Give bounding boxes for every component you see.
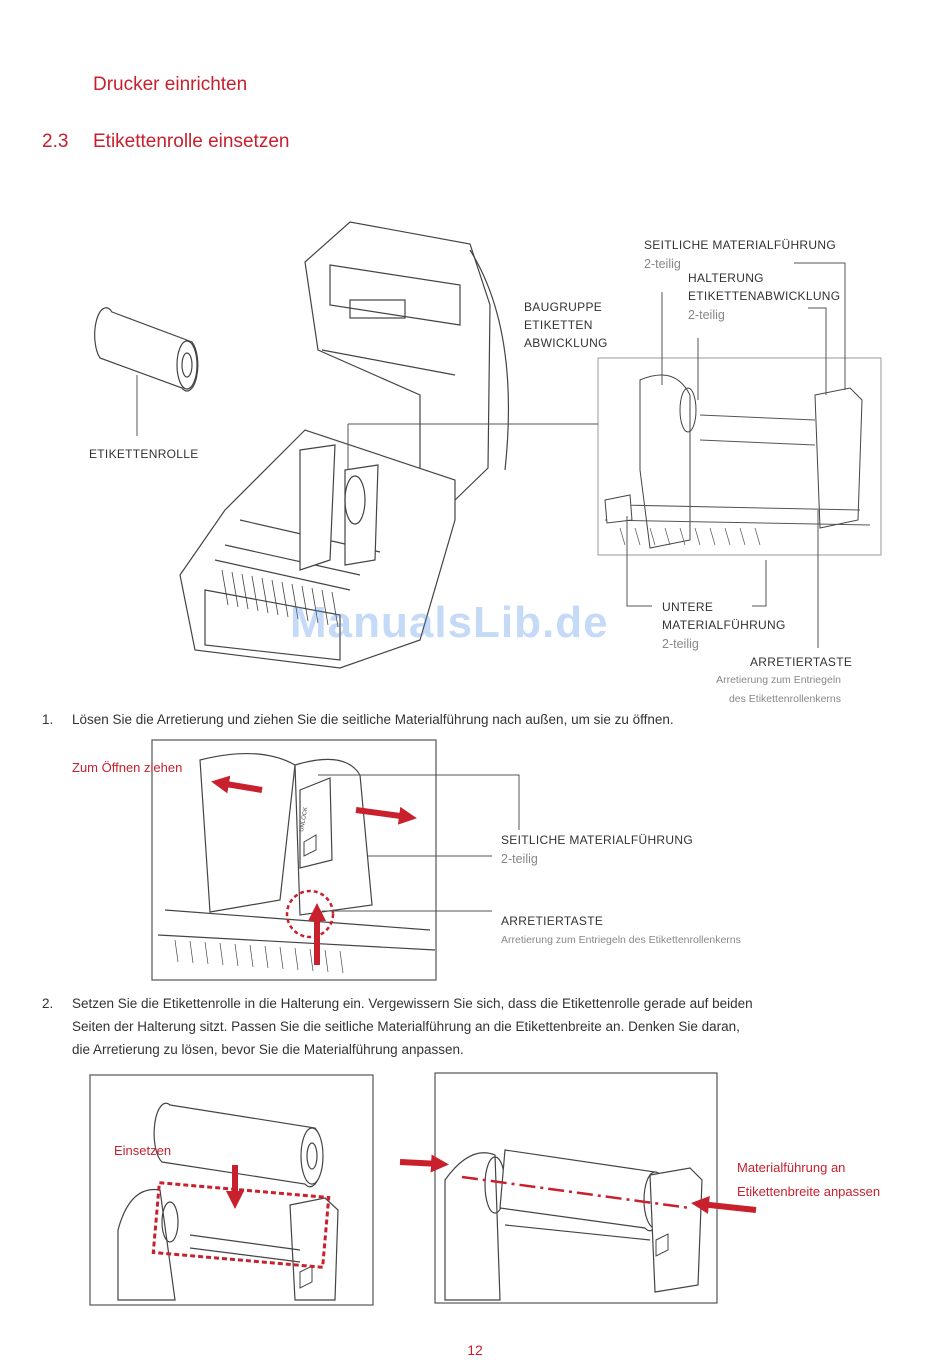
callout-zum-oeffnen-ziehen: Zum Öffnen ziehen bbox=[72, 760, 183, 775]
step-1-text: Lösen Sie die Arretierung und ziehen Sie… bbox=[72, 712, 674, 727]
label-seitliche-materialfuehrung: SEITLICHE MATERIALFÜHRUNG bbox=[644, 238, 836, 252]
section-title: Etikettenrolle einsetzen bbox=[93, 131, 290, 152]
step-2-line-1: Setzen Sie die Etikettenrolle in die Hal… bbox=[72, 996, 753, 1011]
label-arretier-sub1: Arretierung zum Entriegeln bbox=[716, 674, 841, 686]
label-fig2-seitliche-sub: 2-teilig bbox=[501, 852, 538, 866]
section-number: 2.3 bbox=[42, 131, 69, 152]
figure4-illustration bbox=[434, 1072, 718, 1304]
label-fig2-arretier-sub: Arretierung zum Entriegeln des Etiketten… bbox=[501, 934, 741, 946]
label-halterung-line2: ETIKETTENABWICKLUNG bbox=[688, 289, 841, 303]
label-arretier-sub2: des Etikettenrollenkerns bbox=[728, 693, 841, 705]
figure3-red-marks bbox=[151, 1165, 331, 1269]
step-2-text: Setzen Sie die Etikettenrolle in die Hal… bbox=[72, 992, 753, 1061]
step-2-line-3: die Arretierung zu lösen, bevor Sie die … bbox=[72, 1042, 464, 1057]
step-2-number: 2. bbox=[42, 996, 54, 1011]
watermark: ManualsLib.de bbox=[290, 598, 609, 647]
callout-einsetzen: Einsetzen bbox=[114, 1143, 172, 1158]
printer-illustration bbox=[179, 221, 510, 669]
page-number: 12 bbox=[467, 1342, 483, 1358]
step-1: 1. Lösen Sie die Arretierung und ziehen … bbox=[42, 708, 922, 731]
label-etikettenrolle: ETIKETTENROLLE bbox=[89, 447, 199, 461]
chapter-title: Drucker einrichten bbox=[93, 74, 248, 95]
label-untere-line2: MATERIALFÜHRUNG bbox=[662, 618, 786, 632]
step-1-number: 1. bbox=[42, 712, 54, 727]
figure4-red-marks bbox=[399, 1154, 757, 1214]
label-untere-line1: UNTERE bbox=[662, 600, 714, 614]
figure2-illustration bbox=[151, 739, 437, 981]
step-2: 2. Setzen Sie die Etikettenrolle in die … bbox=[42, 992, 922, 1062]
label-untere-materialfuehrung: UNTERE MATERIALFÜHRUNG bbox=[662, 598, 786, 634]
callout-materialfuehrung: Materialführung an Etikettenbreite anpas… bbox=[737, 1156, 880, 1204]
label-roll-illustration bbox=[94, 307, 199, 392]
label-baugruppe: BAUGRUPPE ETIKETTEN ABWICKLUNG bbox=[524, 298, 608, 352]
section-heading: 2.3 Etikettenrolle einsetzen bbox=[42, 131, 289, 153]
unlock-marking: UNLOCK bbox=[299, 807, 309, 833]
label-fig2-arretiertaste: ARRETIERTASTE bbox=[501, 914, 604, 928]
label-halterung: HALTERUNG ETIKETTENABWICKLUNG bbox=[688, 269, 840, 305]
label-untere-sub: 2-teilig bbox=[662, 637, 699, 651]
label-arretiertaste: ARRETIERTASTE bbox=[750, 655, 853, 669]
label-seitliche-sub: 2-teilig bbox=[644, 257, 681, 271]
detail-connector-lines bbox=[347, 423, 598, 470]
figure2-red-marks bbox=[211, 775, 417, 965]
detail-box-illustration bbox=[597, 357, 882, 556]
label-baugruppe-line3: ABWICKLUNG bbox=[524, 336, 608, 350]
label-fig2-seitliche: SEITLICHE MATERIALFÜHRUNG bbox=[501, 833, 693, 847]
figure2-leaders bbox=[318, 774, 520, 912]
label-baugruppe-line1: BAUGRUPPE bbox=[524, 300, 603, 314]
label-halterung-sub: 2-teilig bbox=[688, 308, 725, 322]
callout-materialfuehrung-line2: Etikettenbreite anpassen bbox=[737, 1184, 881, 1199]
label-baugruppe-line2: ETIKETTEN bbox=[524, 318, 593, 332]
label-halterung-line1: HALTERUNG bbox=[688, 271, 764, 285]
figure1-leaders bbox=[626, 262, 846, 648]
step-2-line-2: Seiten der Halterung sitzt. Passen Sie d… bbox=[72, 1019, 740, 1034]
callout-materialfuehrung-line1: Materialführung an bbox=[737, 1160, 846, 1175]
